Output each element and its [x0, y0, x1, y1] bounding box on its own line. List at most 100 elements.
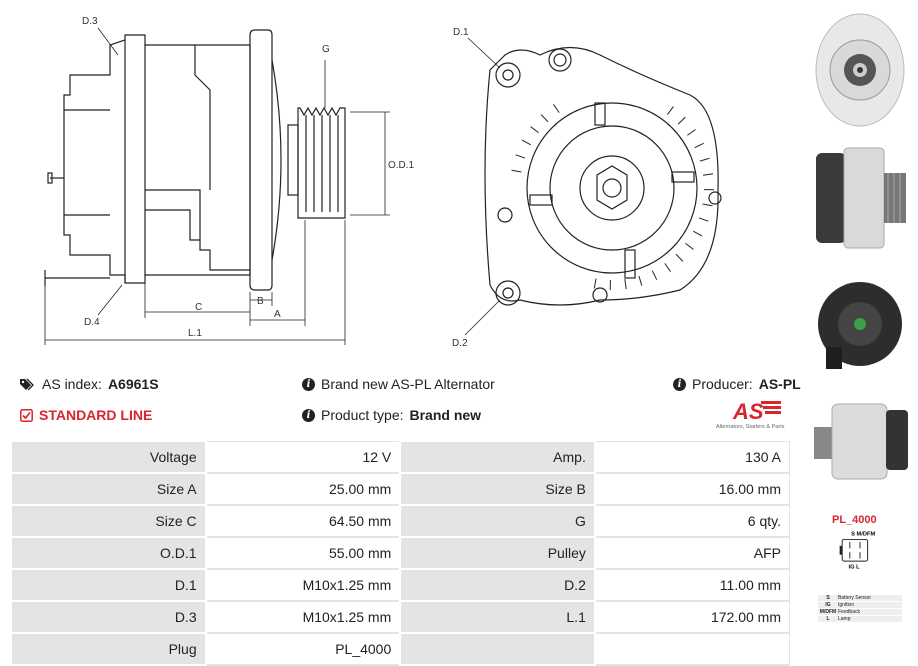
product-type-value: Brand new: [410, 407, 482, 423]
spec-value: 11.00 mm: [595, 569, 790, 601]
label-d3: D.3: [82, 16, 98, 27]
plug-pin-desc: Ignition: [838, 602, 854, 608]
product-type-info: i Product type: Brand new: [302, 407, 481, 423]
spec-value: 6 qty.: [595, 505, 790, 537]
product-photo-rear[interactable]: [806, 262, 914, 390]
product-photo-side[interactable]: [806, 133, 914, 261]
cooling-fin: [700, 158, 710, 161]
spec-key: Plug: [11, 633, 206, 665]
spec-key: L.1: [400, 601, 595, 633]
spec-value: 64.50 mm: [206, 505, 401, 537]
cooling-fin: [594, 279, 596, 289]
spec-value: [595, 633, 790, 665]
checkbox-icon: [20, 409, 33, 422]
svg-text:AS: AS: [732, 399, 764, 424]
label-d2: D.2: [452, 338, 468, 349]
cooling-fin: [553, 104, 559, 112]
spec-key: D.3: [11, 601, 206, 633]
spec-key: Size B: [400, 473, 595, 505]
cooling-fin: [625, 279, 626, 289]
plug-diagram: S M/DFM IG L: [818, 528, 902, 598]
plug-pin-code: M/DFM: [818, 609, 838, 615]
as-index: AS index: A6961S: [20, 376, 159, 392]
line-info: STANDARD LINE: [20, 407, 152, 423]
producer-info: i Producer: AS-PL: [673, 376, 801, 392]
spec-key: Voltage: [11, 441, 206, 473]
tag-icon: [20, 378, 36, 391]
spec-key: D.1: [11, 569, 206, 601]
spec-key: Amp.: [400, 441, 595, 473]
cooling-fin: [531, 127, 539, 133]
spec-value: 172.00 mm: [595, 601, 790, 633]
cooling-fin: [693, 231, 702, 236]
cooling-fin: [512, 170, 522, 172]
cooling-fin: [678, 117, 685, 124]
as-index-label: AS index:: [42, 376, 102, 392]
label-b: B: [257, 296, 264, 307]
info-icon: i: [673, 378, 686, 391]
line-text: STANDARD LINE: [39, 407, 152, 423]
spec-key: O.D.1: [11, 537, 206, 569]
label-od1: O.D.1: [388, 160, 415, 171]
cooling-fin: [541, 115, 548, 122]
cooling-fin: [667, 107, 673, 115]
plug-pin-desc: Feedback: [838, 609, 860, 615]
label-g: G: [322, 44, 330, 55]
spec-key: D.2: [400, 569, 595, 601]
plug-pin-code: IG: [818, 602, 838, 608]
spec-key: Size C: [11, 505, 206, 537]
plug-title: PL_4000: [832, 514, 877, 526]
cooling-fin: [695, 143, 704, 147]
spec-value: 16.00 mm: [595, 473, 790, 505]
producer-label: Producer:: [692, 376, 753, 392]
spec-value: 25.00 mm: [206, 473, 401, 505]
product-photo-front[interactable]: [806, 4, 914, 132]
label-a: A: [274, 309, 281, 320]
spec-key: Size A: [11, 473, 206, 505]
cooling-fin: [703, 174, 713, 175]
plug-bottom-pins: IG L: [849, 565, 861, 571]
plug-top-pins: S M/DFM: [851, 532, 875, 538]
spec-value: M10x1.25 mm: [206, 601, 401, 633]
spec-value: 55.00 mm: [206, 537, 401, 569]
info-icon: i: [302, 378, 315, 391]
label-c: C: [195, 302, 202, 313]
spec-value: AFP: [595, 537, 790, 569]
spec-value: 130 A: [595, 441, 790, 473]
as-index-value: A6961S: [108, 376, 159, 392]
logo-tagline: Alternators, Starters & Parts: [716, 424, 785, 430]
cooling-fin: [639, 276, 642, 286]
producer-value: AS-PL: [759, 376, 801, 392]
spec-key: Pulley: [400, 537, 595, 569]
cooling-fin: [652, 271, 656, 280]
info-icon: i: [302, 409, 315, 422]
cooling-fin: [516, 155, 525, 158]
label-d1: D.1: [453, 27, 469, 38]
spec-value: M10x1.25 mm: [206, 569, 401, 601]
plug-pin-code: L: [818, 616, 838, 622]
plug-pin-code: S: [818, 595, 838, 601]
cooling-fin: [665, 263, 671, 271]
brand-text: Brand new AS-PL Alternator: [321, 376, 495, 392]
product-type-label: Product type:: [321, 407, 404, 423]
plug-pin-desc: Lamp: [838, 616, 851, 622]
cooling-fin: [687, 129, 695, 135]
cooling-fin: [703, 204, 713, 206]
label-l1: L.1: [188, 328, 202, 339]
cooling-fin: [685, 243, 693, 249]
product-photo-angle[interactable]: [806, 392, 914, 492]
plug-pin-desc: Battery Sensor: [838, 595, 871, 601]
as-pl-logo: AS Alternators, Starters & Parts: [715, 398, 795, 430]
